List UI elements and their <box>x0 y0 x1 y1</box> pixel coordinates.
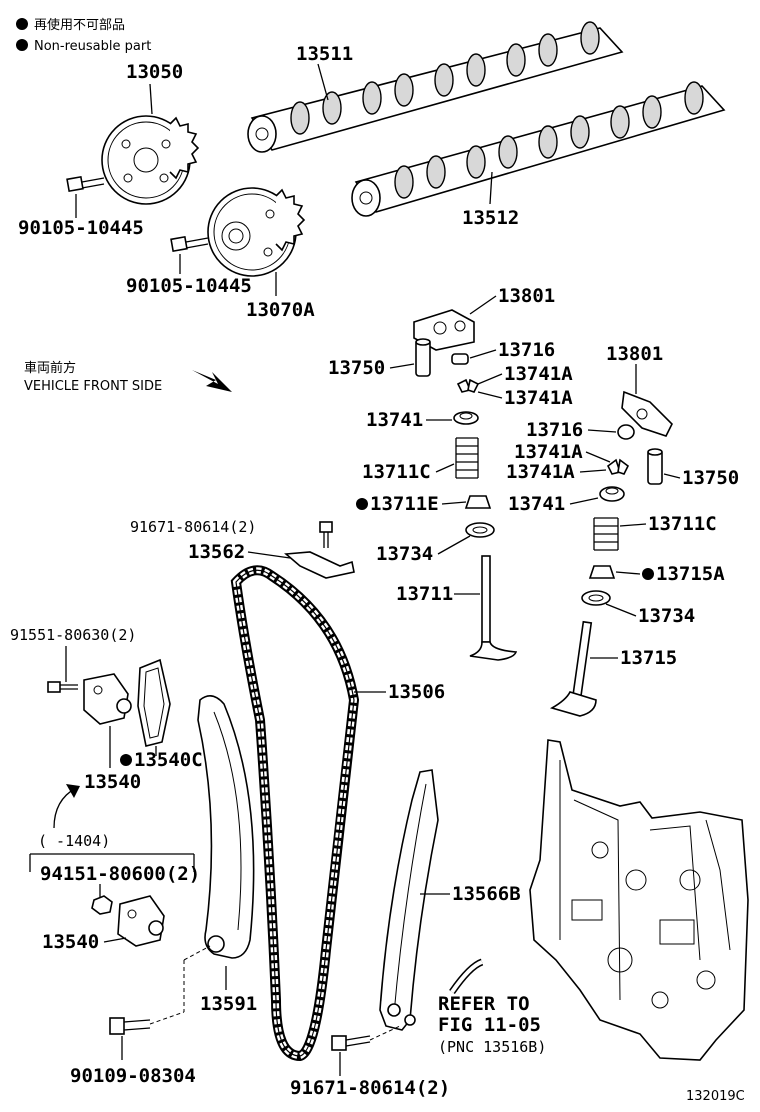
chain-guide-13562[interactable] <box>284 551 355 579</box>
engine-block-reference <box>529 739 749 1061</box>
camshaft-13512[interactable] <box>351 81 726 217</box>
label-13512: 13512 <box>462 207 519 229</box>
label-13750-a: 13750 <box>328 357 385 379</box>
label-13566B: 13566B <box>452 883 521 905</box>
non-reusable-legend-dot-2 <box>16 39 28 51</box>
label-13801-b: 13801 <box>606 343 663 365</box>
label-13591: 13591 <box>200 993 257 1015</box>
legend-english: Non-reusable part <box>34 39 151 54</box>
cam-timing-gear-13070A[interactable] <box>207 187 306 277</box>
refer-line-1: REFER TO <box>438 993 530 1015</box>
tensioner-gasket-13540C[interactable] <box>137 658 171 747</box>
label-13506: 13506 <box>388 681 445 703</box>
label-13715A: 13715A <box>656 563 725 585</box>
non-reusable-legend-dot-1 <box>16 18 28 30</box>
bolt-91551[interactable] <box>47 681 78 693</box>
valve-retainer-13741-b[interactable] <box>599 486 625 502</box>
label-13511: 13511 <box>296 43 353 65</box>
label-90105-a: 90105-10445 <box>18 217 144 239</box>
bolt-90109[interactable] <box>109 1017 151 1035</box>
label-13734-a: 13734 <box>376 543 433 565</box>
direction-japanese: 車両前方 <box>24 360 76 376</box>
valve-stem-cap-13716-a[interactable] <box>451 353 469 365</box>
valve-stem-seal-13711E[interactable] <box>464 495 492 509</box>
bolt-94151[interactable] <box>91 895 113 915</box>
label-13750-b: 13750 <box>682 467 739 489</box>
label-13711E: 13711E <box>370 493 439 515</box>
valve-spring-13711C-b[interactable] <box>593 517 619 551</box>
valve-spring-seat-13734-a[interactable] <box>465 522 495 538</box>
label-13741A-3: 13741A <box>514 441 583 463</box>
label-91551: 91551-80630(2) <box>10 626 136 644</box>
valve-stem-cap-13716-b[interactable] <box>617 424 635 440</box>
label-13741A-1: 13741A <box>504 363 573 385</box>
valve-keeper-13741A-b[interactable] <box>606 458 630 475</box>
label-13540-a: 13540 <box>84 771 141 793</box>
label-13716-b: 13716 <box>526 419 583 441</box>
bolt-90105-b[interactable] <box>170 235 209 253</box>
intake-valve-13711[interactable] <box>469 555 518 661</box>
label-13741-a: 13741 <box>366 409 423 431</box>
lash-adjuster-13750-b[interactable] <box>647 448 663 485</box>
label-13741A-2: 13741A <box>504 387 573 409</box>
bolt-90105-a[interactable] <box>66 175 105 193</box>
oil-pipe-reference <box>449 958 484 994</box>
label-13734-b: 13734 <box>638 605 695 627</box>
refer-line-2: FIG 11-05 <box>438 1014 541 1036</box>
timing-chain-13506[interactable] <box>230 565 360 1062</box>
label-90105-b: 90105-10445 <box>126 275 252 297</box>
label-13540-b: 13540 <box>42 931 99 953</box>
label-91671-b: 91671-80614(2) <box>290 1077 450 1099</box>
refer-line-3: (PNC 13516B) <box>438 1038 546 1056</box>
lash-adjuster-13750-a[interactable] <box>415 338 431 377</box>
camshaft-13511[interactable] <box>247 21 624 153</box>
label-13540C: 13540C <box>134 749 203 771</box>
rocker-arm-13801-b[interactable] <box>621 390 673 437</box>
legend-japanese: 再使用不可部品 <box>34 17 125 33</box>
figure-code: 132019C <box>686 1089 745 1104</box>
valve-spring-13711C-a[interactable] <box>455 437 479 479</box>
non-reusable-dot-13711E <box>356 498 368 510</box>
exhaust-valve-13715[interactable] <box>549 620 597 717</box>
label-13562: 13562 <box>188 541 245 563</box>
label-91671-a: 91671-80614(2) <box>130 518 256 536</box>
non-reusable-dot-13540C <box>120 754 132 766</box>
label-13741A-4: 13741A <box>506 461 575 483</box>
valve-spring-seat-13734-b[interactable] <box>581 590 611 606</box>
cam-timing-gear-13050[interactable] <box>101 115 200 205</box>
chain-tensioner-arm-13591[interactable] <box>197 695 255 959</box>
valve-keeper-13741A-a[interactable] <box>456 378 480 393</box>
bolt-91671-b[interactable] <box>331 1035 371 1051</box>
label-13715: 13715 <box>620 647 677 669</box>
bolt-91671-a[interactable] <box>319 521 333 548</box>
date-range: ( -1404) <box>38 832 110 850</box>
chain-tensioner-13540-upper[interactable] <box>83 673 132 725</box>
valve-retainer-13741-a[interactable] <box>453 411 479 425</box>
direction-english: VEHICLE FRONT SIDE <box>24 379 162 394</box>
label-13070A: 13070A <box>246 299 315 321</box>
chain-tensioner-13540-lower[interactable] <box>117 895 165 947</box>
label-94151: 94151-80600(2) <box>40 863 200 885</box>
valve-stem-seal-13715A[interactable] <box>588 565 616 579</box>
label-13711C-a: 13711C <box>362 461 431 483</box>
label-90109: 90109-08304 <box>70 1065 196 1087</box>
label-13801-a: 13801 <box>498 285 555 307</box>
front-direction-arrow-icon <box>192 370 232 392</box>
label-13711: 13711 <box>396 583 453 605</box>
label-13711C-b: 13711C <box>648 513 717 535</box>
chain-guide-13566B[interactable] <box>379 769 439 1031</box>
label-13716-a: 13716 <box>498 339 555 361</box>
label-13050: 13050 <box>126 61 183 83</box>
non-reusable-dot-13715A <box>642 568 654 580</box>
label-13741-b: 13741 <box>508 493 565 515</box>
